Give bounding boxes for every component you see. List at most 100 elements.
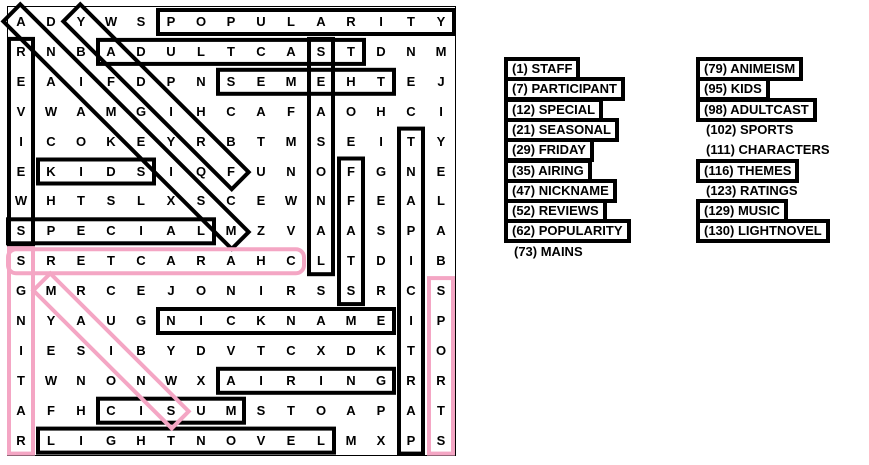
grid-cell[interactable]: E [376,193,386,209]
grid-cell[interactable]: P [226,14,236,29]
grid-cell[interactable]: Y [76,14,86,29]
grid-cell[interactable]: R [346,14,356,29]
grid-cell[interactable]: V [226,342,236,358]
grid-cell[interactable]: S [226,73,236,89]
grid-cell[interactable]: U [106,313,116,328]
grid-cell[interactable]: L [317,432,325,448]
grid-cell[interactable]: O [105,372,117,388]
grid-cell[interactable]: G [135,313,147,328]
grid-cell[interactable]: I [79,163,83,179]
grid-cell[interactable]: S [376,223,386,239]
grid-cell[interactable]: L [197,43,205,59]
grid-cell[interactable]: Y [46,313,56,328]
grid-cell[interactable]: N [196,432,206,448]
grid-cell[interactable]: I [109,342,113,358]
grid-cell[interactable]: N [346,372,356,388]
grid-cell[interactable]: S [316,133,326,149]
grid-cell[interactable]: R [286,372,296,388]
grid-cell[interactable]: W [104,14,118,29]
grid-cell[interactable]: G [135,103,147,119]
grid-cell[interactable]: C [406,283,416,299]
grid-cell[interactable]: R [46,253,56,269]
grid-cell[interactable]: M [435,43,447,59]
grid-cell[interactable]: K [376,342,386,358]
grid-cell[interactable]: T [347,43,355,59]
grid-cell[interactable]: P [46,223,56,239]
grid-cell[interactable]: G [105,432,117,448]
grid-cell[interactable]: R [406,372,416,388]
grid-cell[interactable]: E [76,223,86,239]
grid-cell[interactable]: U [196,402,206,418]
grid-cell[interactable]: A [406,193,416,209]
grid-cell[interactable]: P [376,402,386,418]
grid-cell[interactable]: S [16,223,26,239]
grid-cell[interactable]: I [79,432,83,448]
grid-cell[interactable]: N [196,73,206,89]
grid-cell[interactable]: G [15,283,27,299]
grid-cell[interactable]: A [16,14,26,29]
grid-cell[interactable]: L [287,14,295,29]
grid-cell[interactable]: B [136,342,146,358]
grid-cell[interactable]: S [256,402,266,418]
grid-cell[interactable]: C [226,103,236,119]
grid-cell[interactable]: D [346,342,356,358]
grid-cell[interactable]: C [226,313,236,328]
grid-cell[interactable]: J [437,73,445,89]
grid-cell[interactable]: E [16,163,26,179]
grid-cell[interactable]: N [136,372,146,388]
grid-cell[interactable]: I [379,14,383,29]
grid-cell[interactable]: C [406,103,416,119]
grid-cell[interactable]: T [107,253,115,269]
grid-cell[interactable]: I [409,313,413,328]
grid-cell[interactable]: I [409,253,413,269]
grid-cell[interactable]: S [316,283,326,299]
grid-cell[interactable]: A [76,313,86,328]
grid-cell[interactable]: C [46,133,56,149]
grid-cell[interactable]: Y [166,342,176,358]
grid-cell[interactable]: F [47,402,55,418]
grid-cell[interactable]: H [376,103,386,119]
grid-cell[interactable]: F [347,163,355,179]
grid-cell[interactable]: P [406,432,416,448]
grid-cell[interactable]: V [286,223,296,239]
grid-cell[interactable]: J [167,283,175,299]
grid-cell[interactable]: R [196,133,206,149]
grid-cell[interactable]: E [316,73,326,89]
grid-cell[interactable]: S [106,193,116,209]
grid-cell[interactable]: C [136,253,146,269]
grid-cell[interactable]: K [46,163,56,179]
grid-cell[interactable]: N [16,313,26,328]
grid-cell[interactable]: X [376,432,386,448]
grid-cell[interactable]: O [315,163,327,179]
grid-cell[interactable]: I [19,342,23,358]
grid-cell[interactable]: T [377,73,385,89]
grid-cell[interactable]: D [136,73,146,89]
grid-cell[interactable]: P [406,223,416,239]
grid-cell[interactable]: O [315,402,327,418]
grid-cell[interactable]: S [16,253,26,269]
grid-cell[interactable]: E [436,163,446,179]
grid-cell[interactable]: E [16,73,26,89]
grid-cell[interactable]: B [436,253,446,269]
grid-cell[interactable]: L [437,193,445,209]
grid-cell[interactable]: T [17,372,25,388]
grid-cell[interactable]: I [379,133,383,149]
grid-cell[interactable]: M [345,313,357,328]
grid-cell[interactable]: U [256,163,266,179]
grid-cell[interactable]: M [105,103,117,119]
grid-cell[interactable]: T [287,402,295,418]
grid-cell[interactable]: T [437,402,445,418]
grid-cell[interactable]: A [316,313,326,328]
grid-cell[interactable]: L [317,253,325,269]
grid-cell[interactable]: A [316,223,326,239]
grid-cell[interactable]: F [287,103,295,119]
grid-cell[interactable]: I [169,103,173,119]
grid-cell[interactable]: H [256,253,266,269]
grid-cell[interactable]: F [347,193,355,209]
grid-cell[interactable]: Y [436,14,446,29]
grid-cell[interactable]: N [286,163,296,179]
grid-cell[interactable]: I [259,283,263,299]
grid-cell[interactable]: E [346,133,356,149]
grid-cell[interactable]: S [346,283,356,299]
grid-cell[interactable]: X [196,372,206,388]
